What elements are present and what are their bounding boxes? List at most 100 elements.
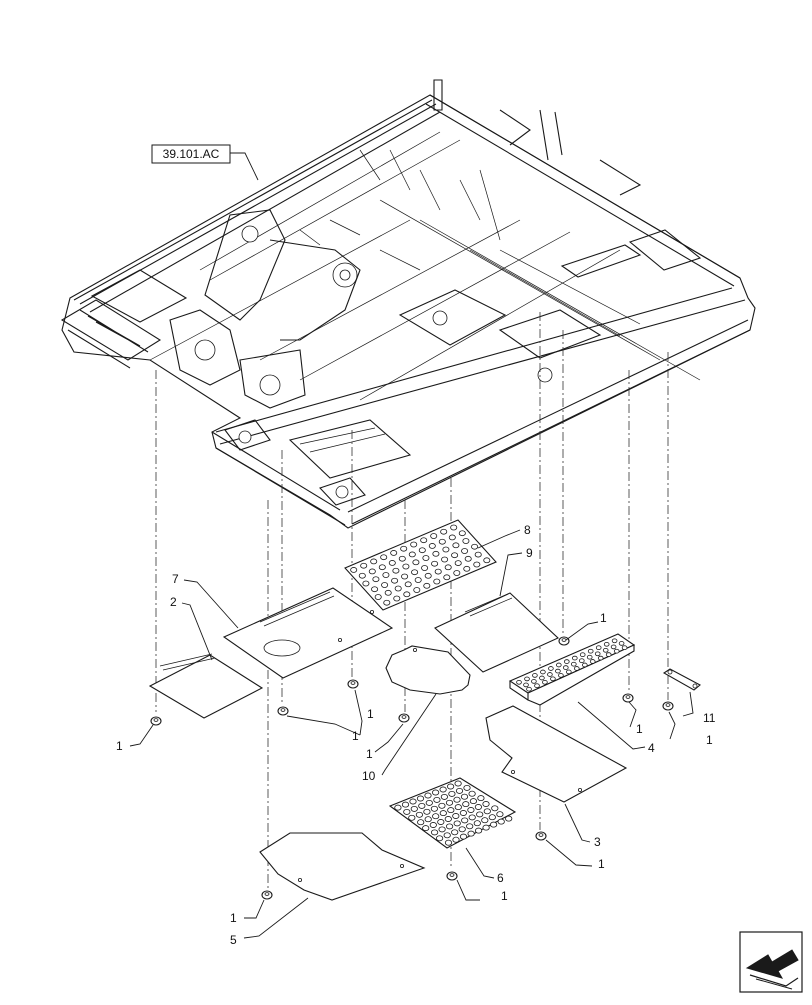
perforation-hole <box>438 802 446 809</box>
perforation-hole <box>447 807 455 814</box>
perforation-hole <box>532 673 538 678</box>
callout-1[interactable]: 1 <box>598 857 605 871</box>
perforation-hole <box>400 545 408 552</box>
callout-3[interactable]: 3 <box>594 835 601 849</box>
callout-1[interactable]: 1 <box>230 911 237 925</box>
next-page-arrow-icon[interactable] <box>739 931 803 993</box>
nut[interactable] <box>261 890 273 900</box>
nut[interactable] <box>398 713 410 723</box>
perforation-hole <box>540 669 546 675</box>
perforation-hole <box>618 641 625 646</box>
perforation-hole <box>539 675 545 681</box>
perforation-hole <box>394 585 402 592</box>
plate-10[interactable] <box>385 645 471 695</box>
callout-1[interactable]: 1 <box>501 889 508 903</box>
perforation-hole <box>388 560 396 566</box>
perforation-hole <box>461 817 469 824</box>
callout-1[interactable]: 1 <box>352 729 359 743</box>
perforation-hole <box>471 543 479 550</box>
callout-1[interactable]: 1 <box>600 611 607 625</box>
plate-9[interactable] <box>434 592 559 673</box>
callout-1[interactable]: 1 <box>116 739 123 753</box>
callout-7[interactable]: 7 <box>172 572 179 586</box>
perforation-hole <box>393 595 401 602</box>
perforation-hole <box>523 682 529 688</box>
callout-6[interactable]: 6 <box>497 871 504 885</box>
perforation-hole <box>383 599 391 606</box>
perforation-hole <box>458 530 466 537</box>
perforation-hole <box>440 793 448 800</box>
callout-2[interactable]: 2 <box>170 595 177 609</box>
perforation-hole <box>516 679 522 685</box>
perforation-hole <box>453 570 461 576</box>
perforation-hole <box>432 813 440 820</box>
perforation-hole <box>477 795 485 802</box>
perforation-hole <box>437 819 445 825</box>
perforation-hole <box>444 564 452 571</box>
perforation-hole <box>558 673 564 678</box>
nut[interactable] <box>150 716 162 726</box>
callout-5[interactable]: 5 <box>230 933 237 947</box>
perforation-hole <box>425 799 433 806</box>
nut[interactable] <box>446 871 458 881</box>
nut[interactable] <box>662 701 674 711</box>
callout-11[interactable]: 11 <box>703 711 716 725</box>
perforation-hole <box>461 548 469 554</box>
perforation-hole <box>473 561 481 568</box>
perforation-hole <box>452 542 460 549</box>
plate-7[interactable] <box>222 587 394 679</box>
perforation-hole <box>441 556 449 563</box>
perforation-hole <box>433 796 441 803</box>
plate-8-perforated[interactable] <box>344 519 497 611</box>
perforation-hole <box>414 577 422 583</box>
callout-9[interactable]: 9 <box>526 546 533 560</box>
perforation-hole <box>482 801 490 807</box>
perforation-hole <box>444 839 453 846</box>
reference-callout[interactable]: 39.101.AC <box>151 144 259 181</box>
perforation-hole <box>434 568 442 575</box>
callout-numbers: 8 9 7 2 1 1 1 1 1 1 1 1 1 1 1 11 4 10 3 … <box>116 523 716 947</box>
perforation-hole <box>415 811 423 818</box>
perforation-hole <box>450 524 458 531</box>
nut[interactable] <box>622 693 634 703</box>
perforation-hole <box>468 814 476 821</box>
perforation-hole <box>595 645 602 651</box>
nut[interactable] <box>535 831 547 841</box>
perforation-hole <box>381 582 389 588</box>
callout-1[interactable]: 1 <box>367 707 374 721</box>
callout-1[interactable]: 1 <box>636 722 643 736</box>
callout-1[interactable]: 1 <box>366 747 373 761</box>
plate-5[interactable] <box>259 832 426 901</box>
perforation-hole <box>370 558 378 565</box>
nut[interactable] <box>558 636 570 646</box>
plate-6-perforated[interactable] <box>388 777 517 849</box>
strap-11[interactable] <box>662 668 701 691</box>
perforation-hole <box>597 655 604 661</box>
callout-1[interactable]: 1 <box>706 733 713 747</box>
perforation-hole <box>446 783 455 790</box>
perforation-hole <box>412 559 420 566</box>
perforation-hole <box>602 647 609 653</box>
perforation-hole <box>418 547 426 554</box>
perforation-hole <box>491 805 499 812</box>
perforation-hole <box>462 801 470 808</box>
perforation-hole <box>417 819 425 826</box>
callout-8[interactable]: 8 <box>524 523 531 537</box>
perforation-hole <box>474 551 482 558</box>
perforation-hole <box>563 659 570 664</box>
callout-4[interactable]: 4 <box>648 741 655 755</box>
perforation-hole <box>497 818 505 825</box>
nut[interactable] <box>347 679 359 689</box>
perforation-hole <box>474 804 482 810</box>
nut[interactable] <box>277 706 289 716</box>
perforation-hole <box>605 652 612 657</box>
perforation-hole <box>454 804 462 811</box>
perforation-hole <box>392 567 400 574</box>
plate-2[interactable] <box>148 653 264 719</box>
plate-3[interactable] <box>485 705 628 803</box>
perforation-hole <box>372 576 380 583</box>
callout-10[interactable]: 10 <box>362 769 376 783</box>
perforation-hole <box>380 554 388 561</box>
channel-4-perforated[interactable] <box>508 633 636 706</box>
